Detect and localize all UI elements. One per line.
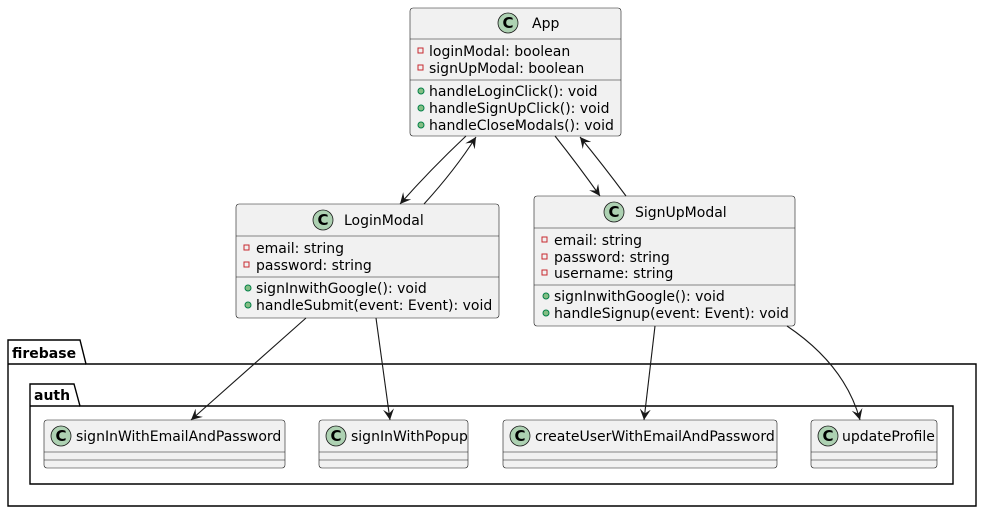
class-badge-letter: C [608,203,619,221]
class-signup-modal-field: email: string [554,233,642,249]
private-marker-icon [541,269,548,276]
class-login-modal[interactable]: C LoginModal email: string password: str… [235,203,500,319]
class-update-profile[interactable]: C updateProfile [810,419,938,469]
edge-app-to-login-modal [399,135,467,205]
public-marker-icon [244,301,252,309]
class-sign-in-with-email-and-password-name: signInWithEmailAndPassword [76,429,281,445]
edge-login-modal-to-sign-in-with-email [190,317,307,421]
class-app-method: handleLoginClick(): void [429,84,598,100]
private-marker-icon [541,253,548,260]
edge-app-to-signup-modal [554,135,601,197]
edge-login-modal-to-sign-in-with-popup [375,317,394,421]
public-marker-icon [542,309,550,317]
class-login-modal-field: email: string [256,241,344,257]
class-app[interactable]: C App loginModal: boolean signUpModal: b… [409,7,622,137]
public-marker-icon [542,292,550,300]
public-marker-icon [417,121,425,129]
class-app-method: handleCloseModals(): void [429,118,614,134]
class-create-user-with-email-and-password[interactable]: C createUserWithEmailAndPassword [502,419,778,469]
class-update-profile-name: updateProfile [842,429,935,445]
class-badge-letter: C [822,427,833,445]
class-badge-icon [497,12,519,34]
class-sign-in-with-email-and-password[interactable]: C signInWithEmailAndPassword [43,419,286,469]
class-badge-icon [509,425,531,447]
class-create-user-with-email-and-password-name: createUserWithEmailAndPassword [535,429,775,445]
class-badge-icon [603,201,625,223]
public-marker-icon [417,87,425,95]
public-marker-icon [244,284,252,292]
class-sign-in-with-popup[interactable]: C signInWithPopup [318,419,469,469]
private-marker-icon [243,261,250,268]
class-signup-modal[interactable]: C SignUpModal email: string password: st… [533,195,796,327]
class-app-field: signUpModal: boolean [429,61,584,77]
class-sign-in-with-popup-name: signInWithPopup [351,429,468,445]
class-app-field: loginModal: boolean [429,44,570,60]
class-app-method: handleSignUpClick(): void [429,101,609,117]
class-signup-modal-name: SignUpModal [635,205,727,221]
class-signup-modal-field: username: string [554,266,673,282]
class-login-modal-name: LoginModal [344,213,424,229]
class-signup-modal-method: signInwithGoogle(): void [554,289,725,305]
class-badge-letter: C [317,211,328,229]
class-badge-letter: C [55,427,66,445]
class-badge-letter: C [330,427,341,445]
class-signup-modal-method: handleSignup(event: Event): void [554,306,789,322]
edge-login-modal-to-app [423,136,477,205]
class-signup-modal-field: password: string [554,250,670,266]
private-marker-icon [417,64,424,71]
class-badge-icon [817,425,839,447]
class-login-modal-field: password: string [256,258,372,274]
class-badge-icon [312,209,334,231]
package-firebase-label: firebase [12,346,76,362]
package-auth-label: auth [34,388,70,404]
class-badge-letter: C [502,14,513,32]
edge-signup-modal-to-create-user [639,325,656,421]
edge-signup-modal-to-update-profile [786,325,863,421]
class-login-modal-method: handleSubmit(event: Event): void [256,298,492,314]
class-badge-letter: C [514,427,525,445]
class-app-name: App [532,16,559,32]
class-login-modal-method: signInwithGoogle(): void [256,281,427,297]
public-marker-icon [417,104,425,112]
edge-signup-modal-to-app [579,136,627,197]
class-badge-icon [50,425,72,447]
private-marker-icon [243,244,250,251]
private-marker-icon [417,47,424,54]
class-badge-icon [325,425,347,447]
private-marker-icon [541,236,548,243]
